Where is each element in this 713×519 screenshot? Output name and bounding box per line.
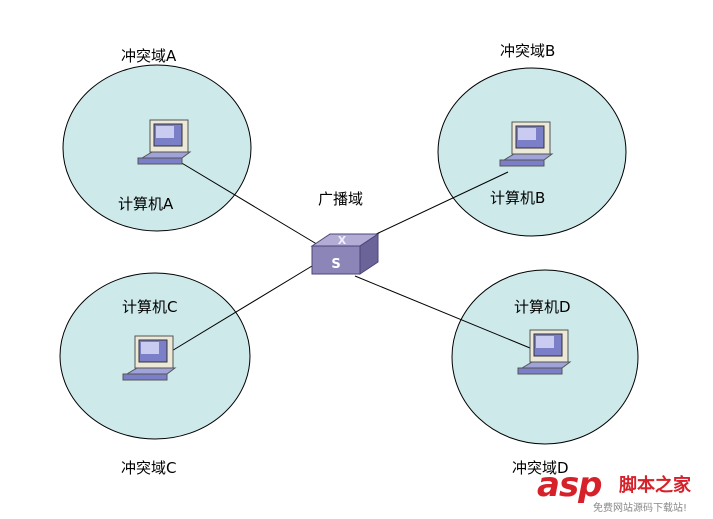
watermark-site: 脚本之家 <box>619 475 691 496</box>
collision-domain-c-label: 冲突域C <box>121 459 177 477</box>
computer-d-label: 计算机D <box>514 298 571 316</box>
desktop-computer-icon <box>517 329 572 375</box>
computer-b-label: 计算机B <box>490 189 546 207</box>
watermark-logo: asp 脚本之家 免费网站源码下载站! <box>537 465 707 515</box>
broadcast-domain-label: 广播域 <box>318 190 364 208</box>
switch-icon: X S <box>310 233 380 275</box>
link-d <box>354 275 531 349</box>
computer-c-label: 计算机C <box>122 298 178 316</box>
link-b <box>371 171 509 237</box>
desktop-computer-icon <box>122 335 177 381</box>
collision-domain-a-label: 冲突域A <box>121 47 177 65</box>
link-c <box>169 265 313 353</box>
watermark-slogan: 免费网站源码下载站! <box>593 503 688 514</box>
link-a <box>179 161 331 253</box>
switch-front-letter: S <box>331 257 340 272</box>
computer-a-label: 计算机A <box>118 195 174 213</box>
collision-domain-b-label: 冲突域B <box>500 42 556 60</box>
collision-domain-d-label: 冲突域D <box>512 459 569 477</box>
watermark-brand: asp <box>537 465 603 505</box>
desktop-computer-icon <box>499 121 554 167</box>
switch-top-letter: X <box>338 234 347 247</box>
desktop-computer-icon <box>137 119 192 165</box>
